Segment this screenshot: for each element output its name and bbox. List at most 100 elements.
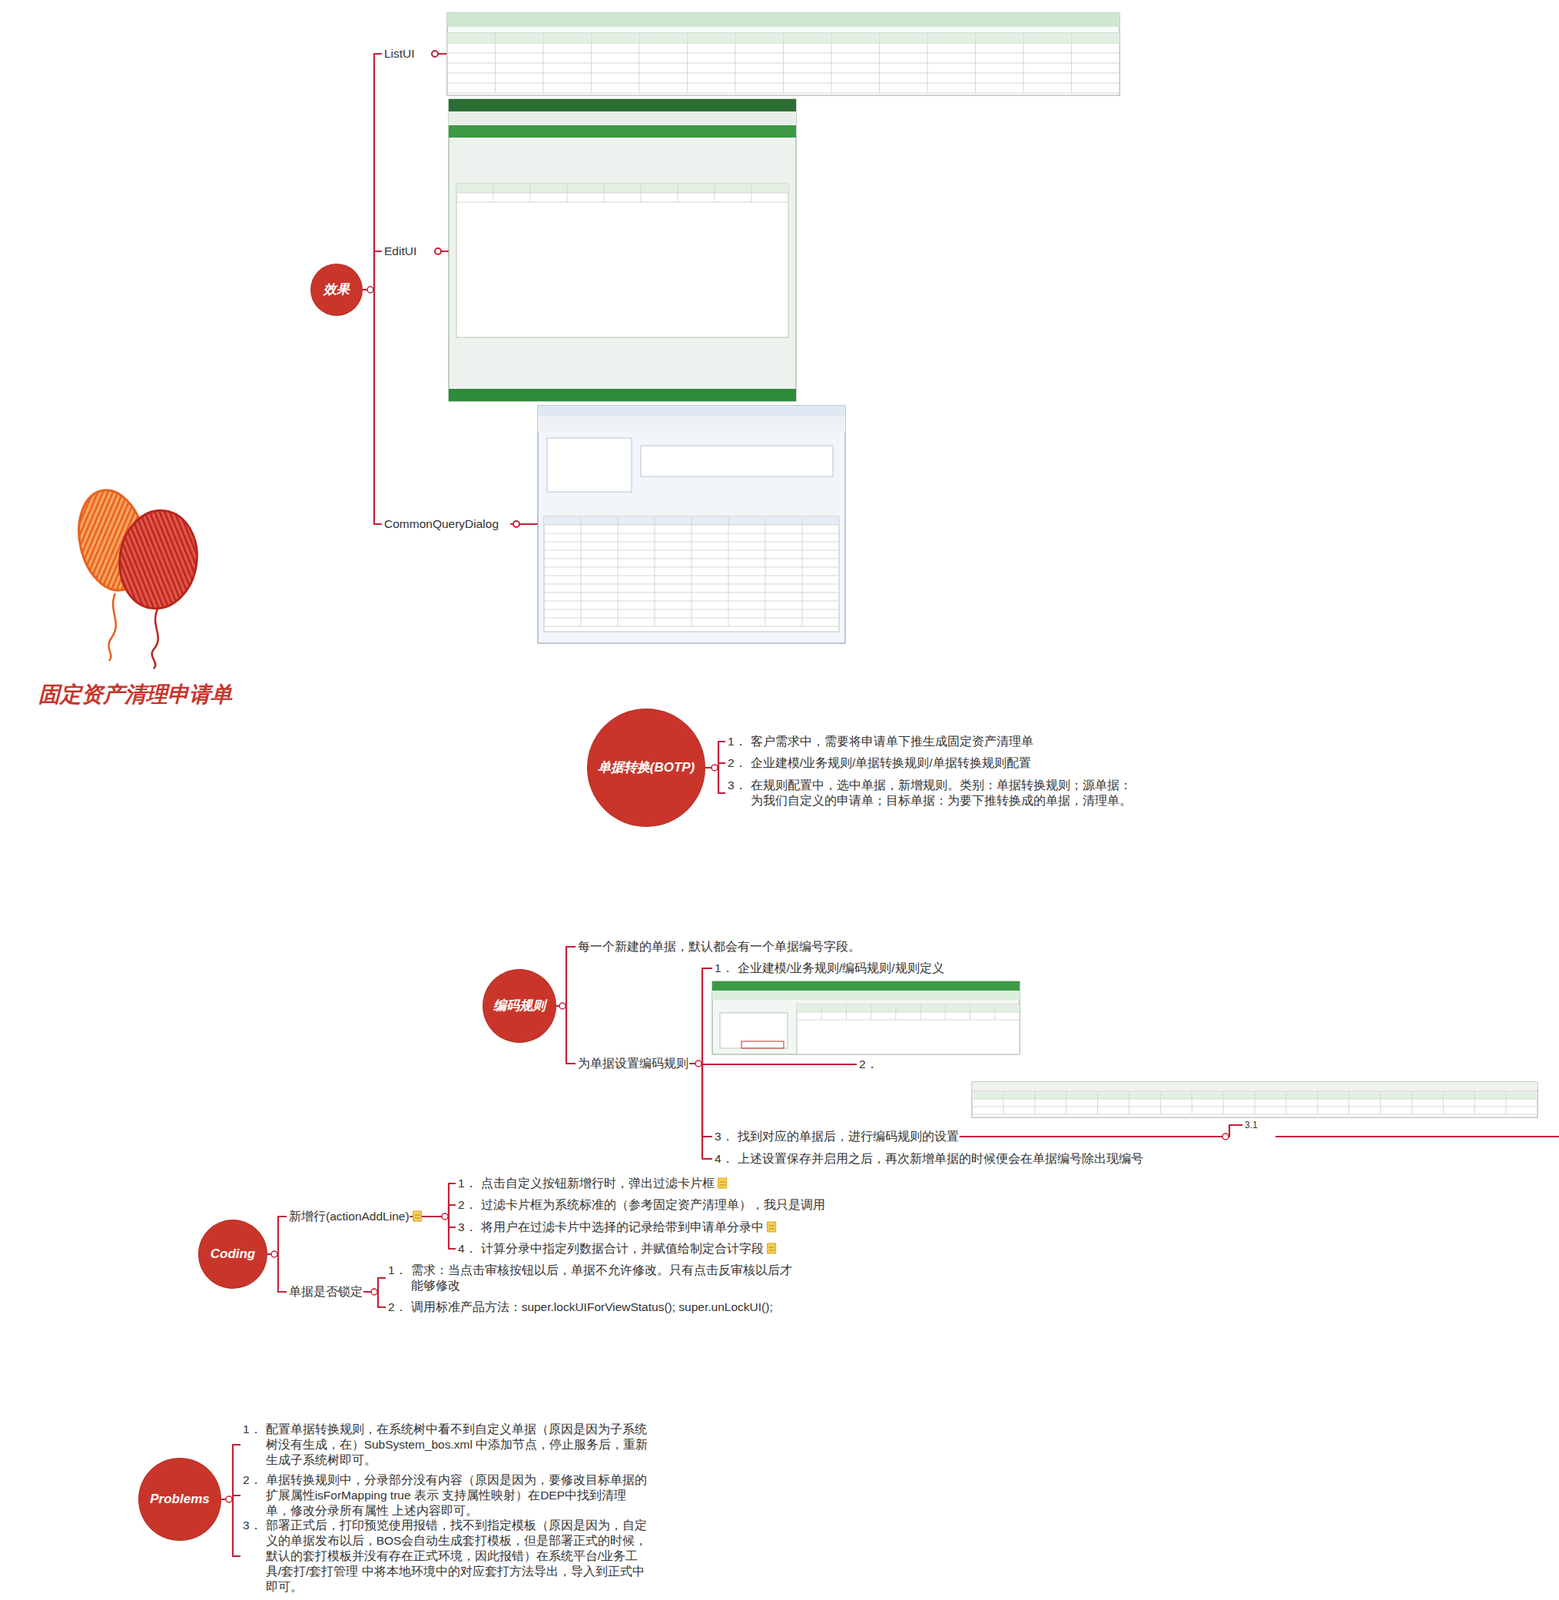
topic-circle: 效果 — [311, 264, 362, 316]
note-icon — [769, 1225, 775, 1227]
screenshot-mockup — [447, 13, 1120, 96]
note-icon — [718, 1177, 727, 1188]
branch-connector — [705, 741, 726, 768]
window-bar — [448, 99, 797, 112]
grid-line — [617, 516, 619, 627]
topic-text: Problems — [149, 1491, 209, 1507]
grid-area — [971, 1091, 1538, 1118]
topic-text: 效果 — [323, 281, 350, 298]
topic-text: 新增行(actionAddLine) — [288, 1208, 410, 1224]
topic-circle: Problems — [139, 1458, 221, 1540]
topic-text: 上述设置保存并启用之后，再次新增单据的时候便会在单据编号除出现编号 — [737, 1151, 1144, 1167]
topic-text: 3.1 — [1244, 1117, 1258, 1133]
grid-line — [751, 183, 753, 203]
branch-connector — [362, 289, 382, 525]
topic-text: 单据是否锁定 — [288, 1283, 363, 1300]
branch-topic: CommonQueryDialog — [384, 516, 499, 532]
grid-line — [603, 183, 605, 203]
grid-line — [494, 33, 496, 93]
screenshot-mockup — [712, 981, 1020, 1055]
topic-text: 找到对应的单据后，进行编码规则的设置 — [737, 1128, 959, 1145]
grid-line — [714, 183, 716, 203]
branch-connector — [705, 767, 726, 793]
grid-line — [920, 1004, 922, 1020]
collapse-dot — [513, 520, 520, 528]
branch-topic: 2．企业建模/业务规则/单据转换规则/单据转换规则配置 — [727, 755, 1032, 771]
collapse-dot — [695, 1060, 702, 1067]
grid-line — [765, 516, 767, 627]
system-tree — [719, 1012, 788, 1049]
grid-line — [677, 183, 679, 203]
note-icon — [769, 1250, 775, 1251]
branch-connector — [267, 1216, 287, 1254]
topic-text: 编码规则 — [493, 998, 546, 1014]
item-number: 4． — [714, 1151, 734, 1167]
item-number: 3． — [714, 1128, 734, 1145]
window-bar — [448, 111, 797, 126]
grid-line — [895, 1004, 896, 1020]
branch-connector — [556, 946, 576, 1006]
item-number: 2． — [388, 1299, 408, 1315]
branch-topic: 2．过滤卡片框为系统标准的（参考固定资产清理单），我只是调用 — [457, 1197, 826, 1213]
grid-line — [580, 516, 582, 627]
branch-topic: 1．客户需求中，需要将申请单下推生成固定资产清理单 — [727, 733, 1034, 750]
grid-line — [493, 183, 495, 203]
grid-line — [1071, 33, 1072, 93]
grid-area — [447, 33, 1120, 96]
topic-text: 将用户在过滤卡片中选择的记录给带到申请单分录中 — [480, 1219, 764, 1235]
scheme-list — [547, 437, 632, 492]
item-number: 2． — [727, 755, 747, 771]
branch-connector — [959, 1124, 1243, 1137]
grid-line — [1505, 1091, 1507, 1115]
topic-circle: 单据转换(BOTP) — [587, 709, 705, 826]
grid-line — [1348, 1091, 1350, 1115]
topic-text: 单据转换规则中，分录部分没有内容（原因是因为，要修改目标单据的扩展属性isFor… — [265, 1472, 651, 1519]
window-bar — [712, 981, 1020, 991]
note-icon — [719, 1181, 726, 1183]
item-number: 1． — [457, 1175, 478, 1191]
topic-text: 点击自定义按钮新增行时，弹出过滤卡片框 — [480, 1175, 715, 1191]
topic-text: 过滤卡片框为系统标准的（参考固定资产清理单），我只是调用 — [480, 1197, 826, 1213]
branch-topic: EditUI — [384, 243, 417, 259]
grid-line — [654, 516, 656, 627]
window-bar — [448, 125, 797, 138]
topic-text: 配置单据转换规则，在系统树中看不到自定义单据（原因是因为子系统树没有生成，在）S… — [265, 1421, 651, 1468]
topic-text: 需求：当点击审核按钮以后，单据不允许修改。只有点击反审核以后才能够修改 — [411, 1262, 796, 1294]
grid-line — [1411, 1091, 1413, 1115]
note-icon — [719, 1184, 726, 1186]
branch-topic: 3．找到对应的单据后，进行编码规则的设置 — [714, 1128, 959, 1145]
collapse-dot — [371, 1288, 378, 1295]
filter-grid — [640, 445, 833, 477]
window-frame — [448, 99, 797, 402]
topic-text: 每一个新建的单据，默认都会有一个单据编号字段。 — [577, 938, 861, 955]
topic-text: EditUI — [384, 243, 417, 259]
grid-line — [639, 33, 641, 93]
topic-text: 2． — [859, 1056, 879, 1072]
window-bar — [447, 13, 1120, 27]
note-icon — [413, 1210, 422, 1221]
grid-line — [1474, 1091, 1476, 1115]
branch-topic: 3．将用户在过滤卡片中选择的记录给带到申请单分录中 — [457, 1219, 764, 1235]
branch-topic: 每一个新建的单据，默认都会有一个单据编号字段。 — [577, 938, 861, 955]
grid-line — [456, 202, 789, 203]
collapse-dot — [711, 764, 718, 771]
balloon-string — [108, 593, 116, 661]
branch-topic: 1．企业建模/业务规则/编码规则/规则定义 — [714, 960, 945, 976]
grid-line — [728, 516, 730, 627]
screenshot-mockup — [537, 405, 846, 644]
grid-line — [1065, 1091, 1067, 1115]
title-node: 固定资产清理申请单 — [38, 681, 233, 708]
highlight-box — [741, 1041, 784, 1049]
grid-header — [796, 1004, 1020, 1012]
topic-text: 部署正式后，打印预览使用报错，找不到指定模板（原因是因为，自定义的单据发布以后，… — [265, 1517, 651, 1595]
branch-topic: 2．单据转换规则中，分录部分没有内容（原因是因为，要修改目标单据的扩展属性isF… — [242, 1472, 651, 1519]
grid-line — [975, 33, 976, 93]
branch-topic: 1．需求：当点击审核按钮以后，单据不允许修改。只有点击反审核以后才能够修改 — [388, 1262, 796, 1294]
grid-line — [1097, 1091, 1098, 1115]
grid-line — [870, 1004, 872, 1020]
window-frame — [971, 1081, 1538, 1118]
grid-line — [1442, 1091, 1444, 1115]
collapse-dot — [559, 1002, 566, 1009]
topic-text: CommonQueryDialog — [384, 516, 499, 532]
